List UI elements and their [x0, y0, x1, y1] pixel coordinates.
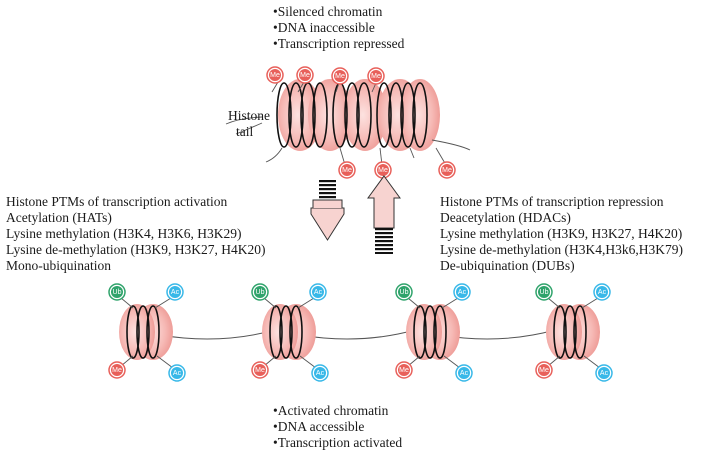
svg-text:Me: Me — [399, 367, 409, 374]
dna-coils — [269, 305, 303, 359]
methyl-mark: Me — [438, 161, 456, 179]
bottom-state-item: DNA accessible — [273, 419, 402, 435]
methyl-mark: Me — [266, 66, 284, 84]
methyl-mark: Me — [395, 361, 413, 379]
methyl-mark: Me — [251, 361, 269, 379]
histone-tails — [120, 297, 174, 369]
acetyl-mark: Ac — [166, 283, 184, 301]
svg-text:Ac: Ac — [460, 370, 469, 377]
bottom-state-list: Activated chromatin DNA accessible Trans… — [273, 403, 402, 451]
activation-item: Mono-ubiquination — [6, 258, 111, 273]
svg-text:Me: Me — [539, 367, 549, 374]
histone-tails — [225, 81, 471, 166]
svg-text:Ub: Ub — [256, 289, 265, 296]
histone-tails — [263, 297, 317, 369]
bottom-state-item: Transcription activated — [273, 435, 402, 451]
dna-coils — [126, 305, 160, 359]
repression-item: De-ubiquination (DUBs) — [440, 258, 575, 273]
ubiquitin-mark: Ub — [108, 283, 126, 301]
methyl-mark: Me — [296, 66, 314, 84]
acetyl-mark: Ac — [593, 283, 611, 301]
acetyl-mark: Ac — [311, 364, 329, 382]
svg-text:Ac: Ac — [316, 370, 325, 377]
svg-text:Ac: Ac — [314, 289, 323, 296]
svg-text:Ac: Ac — [173, 370, 182, 377]
histone-tail-label-line: tail — [236, 124, 254, 139]
repression-item: Deacetylation (HDACs) — [440, 210, 571, 225]
methyl-mark: Me — [535, 361, 553, 379]
activation-ptm-list: Histone PTMs of transcription activation… — [6, 194, 265, 274]
acetyl-mark: Ac — [453, 283, 471, 301]
activation-item: Acetylation (HATs) — [6, 210, 112, 225]
activation-item: Lysine de-methylation (H3K9, H3K27, H4K2… — [6, 242, 266, 257]
svg-text:Me: Me — [442, 167, 452, 174]
methyl-mark: Me — [338, 161, 356, 179]
ubiquitin-mark: Ub — [395, 283, 413, 301]
methyl-mark: Me — [367, 67, 385, 85]
dna-coils — [553, 305, 587, 359]
acetyl-mark: Ac — [455, 364, 473, 382]
repression-ptm-list: Histone PTMs of transcription repression… — [440, 194, 683, 274]
svg-text:Ac: Ac — [458, 289, 467, 296]
svg-text:Me: Me — [255, 367, 265, 374]
methyl-mark: Me — [331, 67, 349, 85]
top-state-list: Silenced chromatin DNA inaccessible Tran… — [273, 4, 405, 52]
activation-item: Lysine methylation (H3K4, H3K6, H3K29) — [6, 226, 242, 241]
activation-title: Histone PTMs of transcription activation — [6, 194, 228, 209]
svg-text:Me: Me — [371, 73, 381, 80]
svg-text:Ac: Ac — [598, 289, 607, 296]
linker-dna — [159, 329, 556, 340]
svg-text:Me: Me — [270, 72, 280, 79]
acetyl-mark: Ac — [595, 364, 613, 382]
svg-text:Me: Me — [112, 367, 122, 374]
svg-text:Me: Me — [378, 167, 388, 174]
repression-item: Lysine de-methylation (H3K4,H3k6,H3K79) — [440, 242, 683, 257]
histone-tail-label: Histone tail — [228, 108, 270, 140]
methyl-marks-bottom: Me Me Me — [338, 161, 456, 179]
svg-text:Ub: Ub — [540, 289, 549, 296]
repression-item: Lysine methylation (H3K9, H3K27, H4K20) — [440, 226, 683, 241]
ubiquitin-mark: Ub — [251, 283, 269, 301]
svg-text:Ub: Ub — [400, 289, 409, 296]
bottom-state-item: Activated chromatin — [273, 403, 402, 419]
top-state-item: DNA inaccessible — [273, 20, 404, 36]
svg-text:Ub: Ub — [113, 289, 122, 296]
svg-text:Ac: Ac — [600, 370, 609, 377]
svg-text:Me: Me — [300, 72, 310, 79]
methyl-marks-top: Me Me Me Me — [266, 66, 385, 85]
dna-coils — [413, 305, 447, 359]
methyl-mark: Me — [374, 161, 392, 179]
methyl-mark: Me — [108, 361, 126, 379]
top-state-item: Silenced chromatin — [273, 4, 404, 20]
top-state-item: Transcription repressed — [273, 36, 405, 52]
acetyl-mark: Ac — [168, 364, 186, 382]
acetyl-mark: Ac — [309, 283, 327, 301]
svg-text:Me: Me — [335, 73, 345, 80]
ubiquitin-mark: Ub — [535, 283, 553, 301]
histone-tail-label-line: Histone — [228, 108, 270, 123]
activation-arrow — [310, 180, 345, 241]
repression-title: Histone PTMs of transcription repression — [440, 194, 664, 209]
svg-text:Ac: Ac — [171, 289, 180, 296]
svg-text:Me: Me — [342, 167, 352, 174]
repression-arrow — [367, 175, 401, 254]
dna-coils — [276, 82, 428, 148]
